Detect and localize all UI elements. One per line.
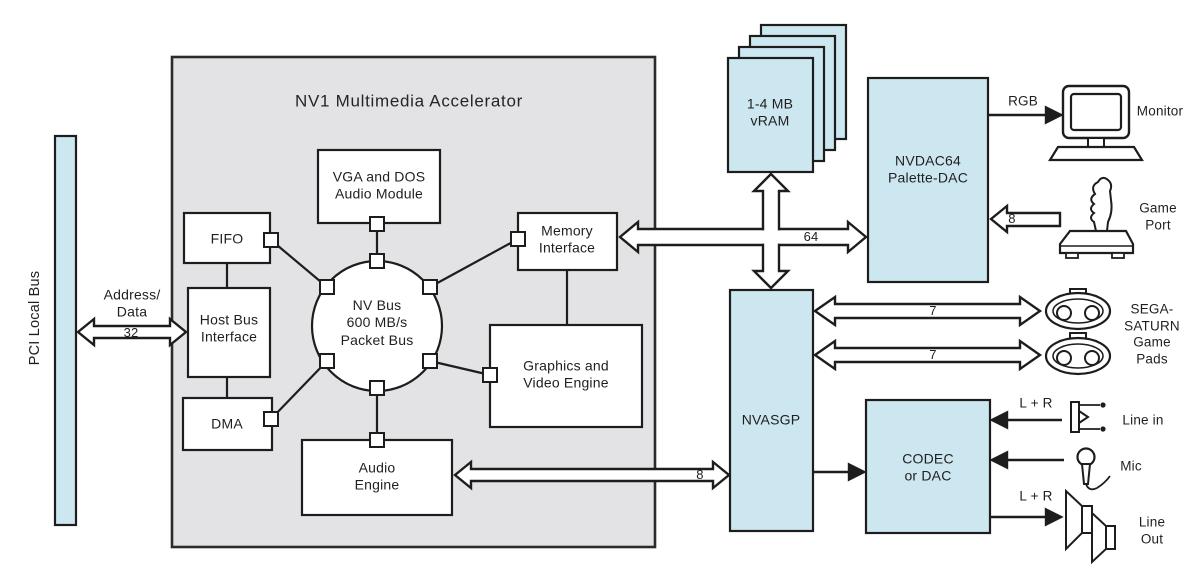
audio-nvasgp-8bit-arrow bbox=[453, 459, 731, 491]
bus-port bbox=[319, 353, 335, 369]
mic-label: Mic bbox=[1120, 458, 1142, 474]
joystick-icon bbox=[1058, 176, 1135, 259]
line-in-label: Line in bbox=[1122, 412, 1164, 428]
line-out-label: Line Out bbox=[1138, 514, 1166, 546]
bus-width-64: 64 bbox=[803, 228, 819, 244]
pci-host-bus-arrow bbox=[76, 316, 188, 348]
nvdac64-label: NVDAC64 Palette-DAC bbox=[887, 152, 969, 186]
bus-port bbox=[369, 216, 385, 232]
game-port-label: Game Port bbox=[1139, 200, 1177, 232]
sega-pad-arrow-2 bbox=[812, 338, 1043, 372]
bus-ports bbox=[263, 216, 526, 448]
audio-engine-label: Audio Engine bbox=[354, 459, 400, 493]
vram-chip-1 bbox=[726, 56, 815, 174]
audio-engine-block bbox=[300, 438, 454, 517]
fifo-block bbox=[182, 211, 272, 265]
nvasgp-label: NVASGP bbox=[741, 411, 801, 428]
graphics-video-engine-block bbox=[488, 323, 644, 429]
line-out-arrow bbox=[990, 507, 1064, 527]
diagram-title: NV1 Multimedia Accelerator bbox=[295, 91, 523, 111]
bus-port bbox=[482, 367, 498, 383]
vram-label: 1-4 MB vRAM bbox=[746, 95, 794, 129]
nvasgp-block bbox=[728, 288, 815, 533]
rgb-label: RGB bbox=[1008, 93, 1038, 109]
bus-cross-junction bbox=[761, 230, 781, 244]
monitor-label: Monitor bbox=[1136, 103, 1184, 119]
bus-port bbox=[369, 253, 385, 269]
bus-port bbox=[510, 231, 526, 247]
bus-port bbox=[369, 432, 385, 448]
pci-bus-label: PCI Local Bus bbox=[27, 270, 44, 366]
bus-port bbox=[369, 380, 385, 396]
nvasgp-codec-arrow bbox=[813, 462, 867, 482]
memory-interface-block bbox=[516, 211, 619, 272]
bus-port bbox=[319, 279, 335, 295]
bus-width-8-audio: 8 bbox=[696, 466, 704, 482]
vga-audio-module-block bbox=[316, 148, 442, 225]
codec-label: CODEC or DAC bbox=[902, 450, 954, 484]
nv-bus-label: NV Bus 600 MB/s Packet Bus bbox=[340, 296, 414, 348]
line-in-arrow bbox=[989, 410, 1062, 430]
line-in-jack-icon bbox=[1070, 401, 1106, 433]
mic-icon bbox=[1076, 447, 1111, 491]
graphics-video-engine-label: Graphics and Video Engine bbox=[523, 357, 609, 391]
gamepad-icon-2 bbox=[1044, 332, 1112, 376]
mic-arrow bbox=[989, 450, 1064, 470]
speaker-icon bbox=[1065, 488, 1116, 565]
lr-in-label: L + R bbox=[1019, 395, 1053, 411]
memory-interface-label: Memory Interface bbox=[538, 222, 596, 256]
bus-port bbox=[263, 232, 279, 248]
vga-audio-module-label: VGA and DOS Audio Module bbox=[332, 168, 426, 202]
vram-stack bbox=[726, 23, 848, 174]
pci-bus-bar bbox=[53, 134, 78, 527]
address-data-label: Address/ Data bbox=[103, 286, 161, 320]
bus-port bbox=[422, 353, 438, 369]
codec-block bbox=[864, 398, 992, 535]
bus-width-8-gameport: 8 bbox=[1008, 210, 1016, 226]
gameport-8bit-arrow bbox=[989, 203, 1062, 235]
memory-nvdac-64bit-arrow bbox=[618, 219, 868, 255]
bus-width-32: 32 bbox=[123, 324, 139, 340]
fifo-label: FIFO bbox=[210, 230, 244, 247]
bus-port bbox=[422, 279, 438, 295]
host-bus-interface-block bbox=[186, 286, 272, 379]
bus-width-7-pad1: 7 bbox=[929, 302, 937, 318]
monitor-icon bbox=[1048, 84, 1144, 162]
lr-out-label: L + R bbox=[1019, 488, 1053, 504]
bus-width-7-pad2: 7 bbox=[929, 346, 937, 362]
sega-pads-label: SEGA- SATURN Game Pads bbox=[1124, 301, 1180, 367]
dma-label: DMA bbox=[211, 415, 243, 432]
bus-port bbox=[263, 411, 279, 427]
sega-pad-arrow-1 bbox=[812, 294, 1043, 328]
rgb-arrow bbox=[988, 105, 1064, 125]
dma-block bbox=[181, 396, 274, 452]
nvdac64-block bbox=[866, 76, 990, 284]
host-bus-interface-label: Host Bus Interface bbox=[199, 311, 259, 345]
internal-connections bbox=[225, 224, 569, 440]
gamepad-icon-1 bbox=[1044, 288, 1112, 331]
